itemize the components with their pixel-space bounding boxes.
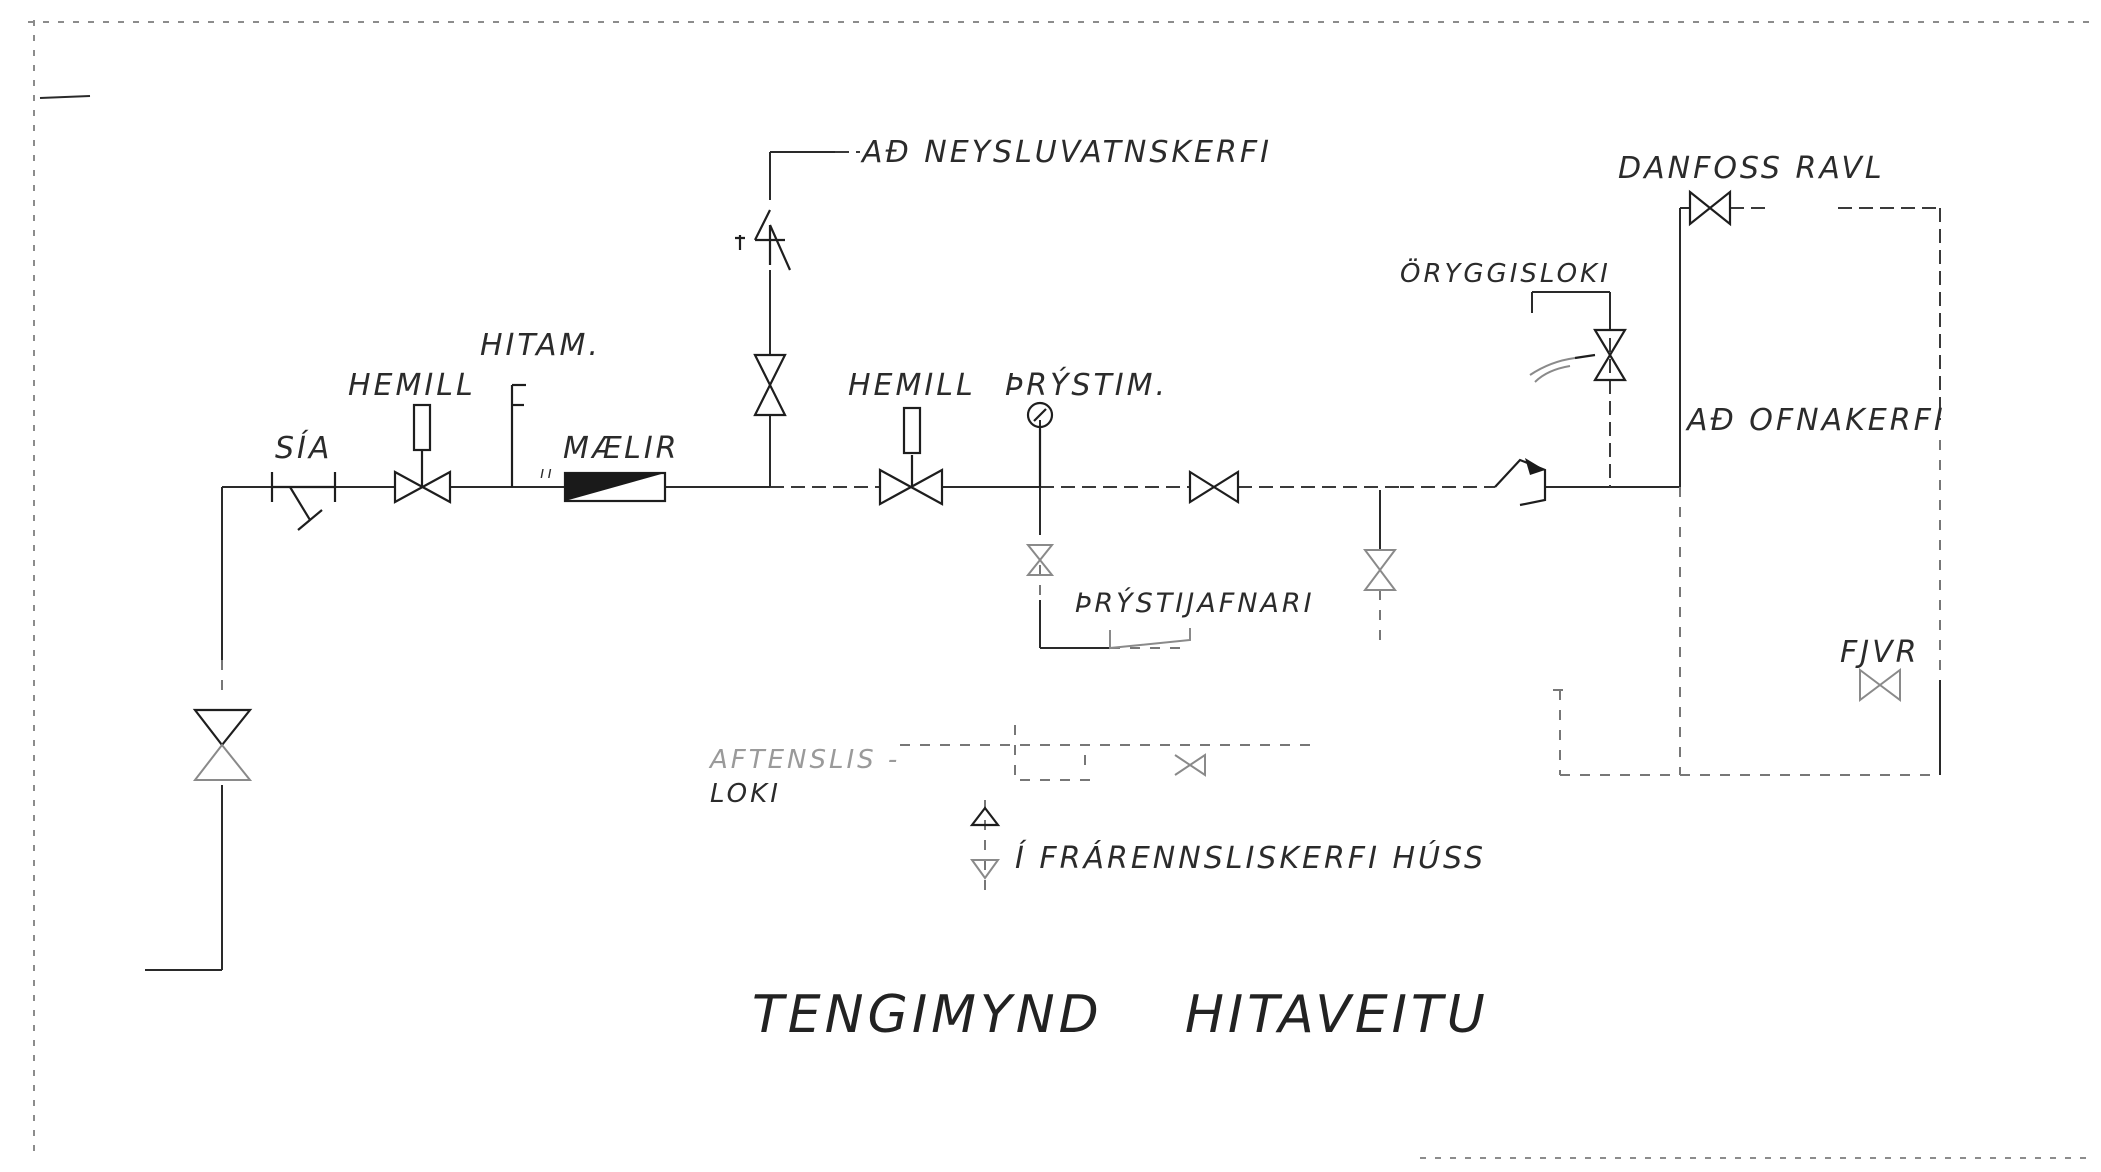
- main-supply-line: [145, 486, 1680, 971]
- drain-valve-symbol: [1363, 549, 1397, 591]
- label-maelir: MÆLIR: [563, 431, 680, 466]
- svg-text:ıı: ıı: [540, 463, 555, 482]
- drain-branch: [900, 420, 1381, 895]
- radiator-circuit: [1531, 207, 1941, 776]
- label-danfoss: DANFOSS RAVL: [1618, 151, 1885, 186]
- label-hemill-2: HEMILL: [848, 368, 976, 403]
- pressure-reducer-symbol: [1109, 628, 1191, 650]
- label-frarennsli: Í FRÁRENNSLISKERFI HÚSS: [1015, 839, 1486, 876]
- label-ofnakerfi: AÐ OFNAKERFI: [1685, 403, 1946, 438]
- domestic-water-branch: [769, 151, 860, 487]
- domestic-check-valve-symbol: [735, 209, 792, 271]
- label-aftenslis-2: LOKI: [710, 779, 781, 809]
- main-gate-valve-symbol: [1188, 470, 1240, 504]
- label-prystijafnari: ÞRÝSTIJAFNARI: [1075, 587, 1315, 619]
- drain-bottom-valve-symbol: [969, 806, 1001, 880]
- label-neysluvatn: AÐ NEYSLUVATNSKERFI: [860, 135, 1272, 170]
- label-sia: SÍA: [275, 430, 332, 466]
- strainer-symbol: [270, 472, 337, 531]
- faint-marks: [1020, 689, 1570, 781]
- meter-symbol: ıı: [540, 463, 667, 503]
- diagram-title: TENGIMYND HITAVEITU: [752, 985, 1489, 1045]
- danfoss-valve-symbol: [1688, 189, 1732, 227]
- label-prystim: ÞRÝSTIM.: [1005, 367, 1168, 403]
- label-hitam: HITAM.: [480, 328, 601, 363]
- label-oryggisloki: ÖRYGGISLOKI: [1400, 257, 1611, 289]
- faint-valve-symbol: [1174, 753, 1206, 777]
- hemill-valve-1-symbol: [393, 403, 452, 504]
- right-check-valve-symbol: [1494, 458, 1547, 507]
- pressure-gauge-symbol: [1025, 401, 1055, 576]
- label-aftenslis-1: AFTENSLIS -: [708, 745, 900, 775]
- drawing-border: [28, 20, 2090, 1160]
- safety-valve-symbol: [1529, 328, 1627, 383]
- domestic-gate-valve-symbol: [753, 353, 787, 417]
- thermometer-symbol: [510, 383, 526, 487]
- left-gate-valve-symbol: [192, 708, 253, 781]
- label-hemill-1: HEMILL: [348, 368, 476, 403]
- fjvr-valve-symbol: [1859, 668, 1901, 702]
- hemill-valve-2-symbol: [878, 406, 944, 506]
- label-fjvr: FJVR: [1840, 635, 1919, 670]
